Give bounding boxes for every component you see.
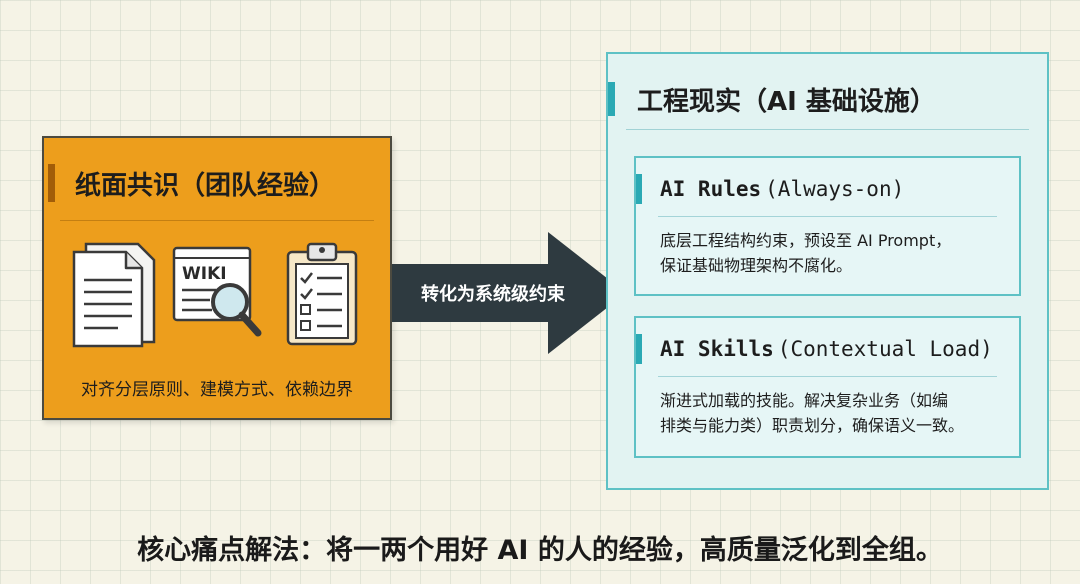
card-accent-bar [636, 174, 642, 204]
ai-skills-line-1: 渐进式加载的技能。解决复杂业务（如编 [660, 391, 949, 410]
transform-arrow [392, 232, 626, 354]
clipboard-checklist-icon [280, 238, 370, 348]
card-divider [658, 216, 997, 217]
card-divider [658, 376, 997, 377]
ai-rules-card-header: AI Rules (Always-on) [636, 174, 904, 204]
right-title-divider [626, 129, 1029, 130]
ai-skills-line-2: 排类与能力类）职责划分，确保语义一致。 [660, 416, 965, 435]
ai-rules-card: AI Rules (Always-on) 底层工程结构约束，预设至 AI Pro… [634, 156, 1021, 296]
ai-skills-title: AI Skills [660, 337, 774, 361]
left-title-divider [60, 220, 374, 221]
icon-row: WIKI [68, 238, 368, 348]
right-panel-header: 工程现实（AI 基础设施） [608, 80, 936, 118]
wiki-label: WIKI [182, 264, 227, 284]
ai-rules-subtitle: (Always-on) [765, 177, 905, 201]
right-title-accent-bar [608, 82, 615, 116]
ai-skills-subtitle: (Contextual Load) [777, 337, 993, 361]
ai-infrastructure-panel: 工程现实（AI 基础设施） AI Rules (Always-on) 底层工程结… [606, 52, 1049, 490]
left-panel-caption: 对齐分层原则、建模方式、依赖边界 [81, 380, 353, 400]
ai-skills-card: AI Skills (Contextual Load) 渐进式加载的技能。解决复… [634, 316, 1021, 458]
bottom-caption: 核心痛点解法：将一两个用好 AI 的人的经验，高质量泛化到全组。 [137, 535, 943, 566]
left-title-accent-bar [48, 164, 55, 202]
ai-skills-description: 渐进式加载的技能。解决复杂业务（如编 排类与能力类）职责划分，确保语义一致。 [660, 388, 1005, 438]
document-icon [68, 238, 158, 348]
ai-rules-line-1: 底层工程结构约束，预设至 AI Prompt， [660, 231, 952, 250]
wiki-search-icon: WIKI [170, 238, 262, 348]
team-experience-panel: 纸面共识（团队经验） WIKI [42, 136, 392, 420]
ai-rules-description: 底层工程结构约束，预设至 AI Prompt， 保证基础物理架构不腐化。 [660, 228, 1005, 278]
ai-rules-line-2: 保证基础物理架构不腐化。 [660, 256, 853, 275]
arrow-label: 转化为系统级约束 [421, 284, 565, 305]
ai-rules-title: AI Rules [660, 177, 762, 201]
left-panel-title: 纸面共识（团队经验） [75, 170, 336, 201]
right-panel-title: 工程现实（AI 基础设施） [637, 86, 936, 117]
left-panel-header: 纸面共识（团队经验） [44, 161, 335, 205]
ai-skills-card-header: AI Skills (Contextual Load) [636, 334, 993, 364]
card-accent-bar [636, 334, 642, 364]
